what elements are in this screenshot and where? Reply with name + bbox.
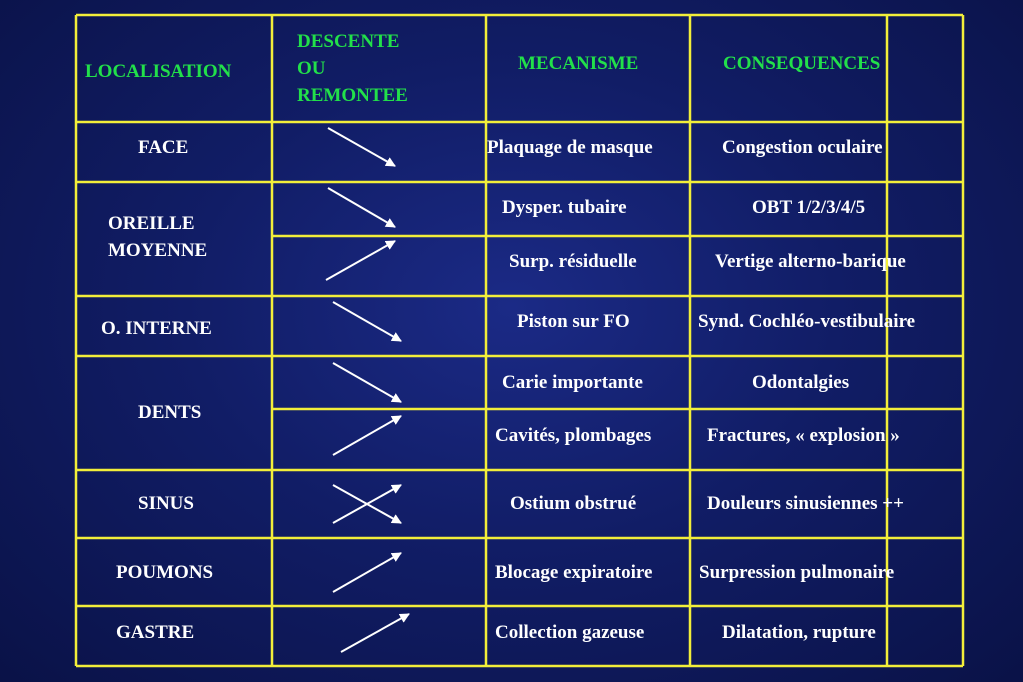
consequences-cell: Dilatation, rupture	[722, 622, 876, 643]
mecanisme-cell: Piston sur FO	[517, 311, 630, 332]
localisation-dents: DENTS	[138, 402, 202, 423]
consequences-cell: Synd. Cochléo-vestibulaire	[698, 311, 916, 332]
localisation-gastre: GASTRE	[116, 622, 195, 643]
arrow-remontee-oreille	[325, 240, 396, 281]
mecanisme-cell: Collection gazeuse	[495, 622, 645, 643]
arrow-remontee-dents	[332, 415, 402, 456]
localisation-face: FACE	[138, 137, 189, 158]
header-direction-line2: OU	[297, 58, 326, 79]
consequences-cell: OBT 1/2/3/4/5	[752, 197, 866, 218]
arrow-descente-interne	[332, 301, 402, 342]
header-direction-line1: DESCENTE	[297, 31, 400, 52]
localisation-line2: MOYENNE	[108, 240, 208, 261]
arrow-descente-dents	[332, 362, 402, 403]
mecanisme-cell: Surp. résiduelle	[509, 251, 637, 272]
localisation-line1: OREILLE	[108, 213, 195, 234]
mecanisme-cell: Plaquage de masque	[487, 137, 653, 158]
mecanisme-cell: Dysper. tubaire	[502, 197, 627, 218]
header-mecanisme: MECANISME	[518, 53, 639, 74]
consequences-cell: Congestion oculaire	[722, 137, 883, 158]
localisation-sinus: SINUS	[138, 493, 194, 514]
mecanisme-cell: Carie importante	[502, 372, 643, 393]
mecanisme-cell: Cavités, plombages	[495, 425, 652, 446]
arrow-remontee-poumons	[332, 552, 402, 593]
header-consequences: CONSEQUENCES	[723, 53, 881, 74]
consequences-cell: Douleurs sinusiennes ++	[707, 493, 904, 514]
header-localisation: LOCALISATION	[85, 61, 232, 82]
header-direction-line3: REMONTEE	[297, 85, 408, 106]
localisation-o-interne: O. INTERNE	[101, 318, 212, 339]
consequences-cell: Surpression pulmonaire	[699, 562, 895, 583]
arrow-remontee-sinus	[332, 484, 402, 524]
localisation-poumons: POUMONS	[116, 562, 214, 583]
arrow-descente-oreille	[327, 187, 396, 228]
arrow-remontee-gastre	[340, 613, 410, 653]
consequences-cell: Vertige alterno-barique	[715, 251, 906, 272]
mecanisme-cell: Ostium obstrué	[510, 493, 637, 514]
arrow-descente-face	[327, 127, 396, 167]
header-direction: DESCENTE OU REMONTEE	[297, 28, 408, 109]
mecanisme-cell: Blocage expiratoire	[495, 562, 653, 583]
consequences-cell: Fractures, « explosion »	[707, 425, 900, 446]
consequences-cell: Odontalgies	[752, 372, 850, 393]
localisation-oreille-moyenne: OREILLE MOYENNE	[108, 210, 207, 264]
